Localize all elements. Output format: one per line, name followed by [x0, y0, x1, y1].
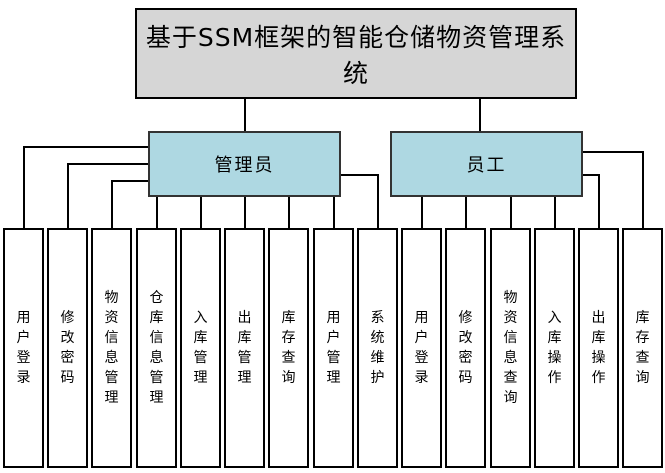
leaf-node: 出库操作 — [578, 228, 619, 468]
leaf-node-label: 仓库信息管理 — [149, 290, 164, 406]
group-node-admin-label: 管理员 — [214, 155, 275, 176]
leaf-node: 用户登录 — [3, 228, 44, 468]
leaf-node-label: 修改密码 — [458, 310, 473, 386]
leaf-node-label: 修改密码 — [60, 310, 75, 386]
leaf-node: 用户登录 — [401, 228, 442, 468]
leaf-node-label: 用户管理 — [326, 310, 341, 386]
leaf-node: 入库管理 — [180, 228, 221, 468]
leaf-node: 系统维护 — [357, 228, 398, 468]
leaf-node: 修改密码 — [445, 228, 486, 468]
leaf-node-label: 用户登录 — [414, 310, 429, 386]
leaf-node: 入库操作 — [534, 228, 575, 468]
leaf-node: 库存查询 — [622, 228, 663, 468]
leaf-node-label: 物资信息管理 — [104, 290, 119, 406]
leaf-node: 用户管理 — [313, 228, 354, 468]
root-node-label: 基于SSM框架的智能仓储物资管理系统 — [145, 22, 567, 88]
group-node-admin: 管理员 — [148, 131, 341, 197]
leaf-node-label: 入库操作 — [547, 310, 562, 386]
leaf-node-label: 系统维护 — [370, 310, 385, 386]
leaf-node: 修改密码 — [47, 228, 88, 468]
leaf-node-label: 用户登录 — [16, 310, 31, 386]
leaf-node: 出库管理 — [224, 228, 265, 468]
leaf-node-label: 出库操作 — [591, 310, 606, 386]
leaf-node: 物资信息管理 — [91, 228, 132, 468]
leaf-node-label: 出库管理 — [237, 310, 252, 386]
group-node-staff-label: 员工 — [466, 155, 507, 176]
leaf-node-label: 库存查询 — [635, 310, 650, 386]
root-node: 基于SSM框架的智能仓储物资管理系统 — [135, 8, 577, 99]
leaf-node-label: 入库管理 — [193, 310, 208, 386]
leaf-node-label: 物资信息查询 — [503, 290, 518, 406]
leaf-node: 物资信息查询 — [490, 228, 531, 468]
group-node-staff: 员工 — [390, 131, 583, 197]
leaf-node: 仓库信息管理 — [136, 228, 177, 468]
leaf-node: 库存查询 — [268, 228, 309, 468]
leaf-node-label: 库存查询 — [281, 310, 296, 386]
